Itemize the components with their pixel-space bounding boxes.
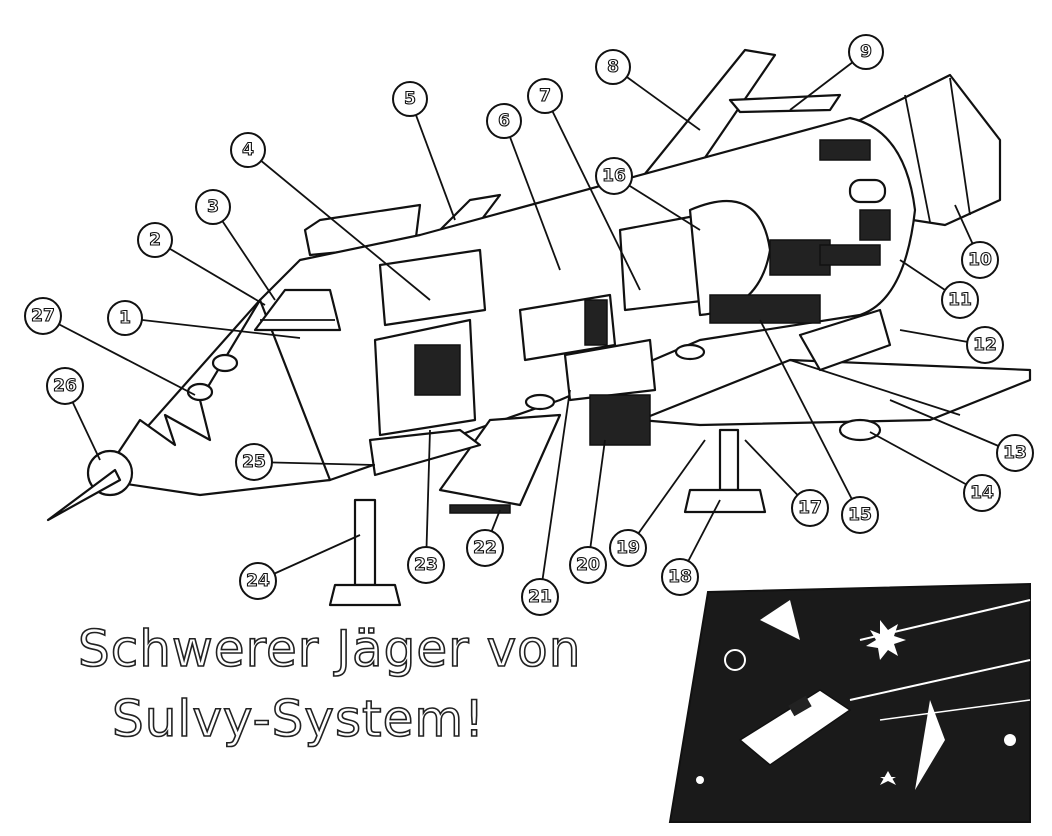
callout-22: 22: [466, 529, 504, 567]
callout-20: 20: [569, 546, 607, 584]
svg-text:11: 11: [948, 290, 972, 310]
spaceship-drawing: [46, 48, 1032, 607]
callout-26: 26: [46, 367, 84, 405]
title-line-1: Schwerer Jäger von: [77, 619, 582, 679]
callout-24: 24: [239, 562, 277, 600]
title-line-2: Sulvy-System!: [111, 689, 486, 749]
svg-text:18: 18: [668, 567, 692, 587]
svg-text:21: 21: [528, 587, 552, 607]
callout-23: 23: [407, 546, 445, 584]
callout-27: 27: [24, 297, 62, 335]
svg-text:23: 23: [414, 555, 438, 575]
svg-text:4: 4: [242, 140, 254, 160]
svg-text:8: 8: [607, 57, 619, 77]
callout-13: 13: [996, 434, 1034, 472]
callout-1: 1: [107, 300, 143, 336]
callout-15: 15: [841, 496, 879, 534]
callout-21: 21: [521, 578, 559, 616]
svg-text:5: 5: [404, 89, 416, 109]
svg-text:1: 1: [119, 308, 131, 328]
callout-14: 14: [963, 474, 1001, 512]
callout-5: 5: [392, 81, 428, 117]
callout-18: 18: [661, 558, 699, 596]
svg-text:9: 9: [860, 42, 872, 62]
svg-text:17: 17: [798, 498, 822, 518]
callout-19: 19: [609, 529, 647, 567]
svg-text:25: 25: [242, 452, 266, 472]
callout-10: 10: [961, 241, 999, 279]
callout-2: 2: [137, 222, 173, 258]
svg-text:27: 27: [31, 306, 55, 326]
callout-11: 11: [941, 281, 979, 319]
svg-text:19: 19: [616, 538, 640, 558]
svg-text:26: 26: [53, 376, 77, 396]
svg-text:10: 10: [968, 250, 992, 270]
svg-text:24: 24: [246, 571, 270, 591]
callout-3: 3: [195, 189, 231, 225]
svg-text:20: 20: [576, 555, 600, 575]
svg-text:14: 14: [970, 483, 994, 503]
callout-9: 9: [848, 34, 884, 70]
svg-text:6: 6: [498, 111, 510, 131]
callout-labels: 1 2 3 4 5 6 7 8 9 10 11 12 13 14 15 16 1…: [24, 34, 1034, 616]
callout-4: 4: [230, 132, 266, 168]
svg-text:15: 15: [848, 505, 872, 525]
callout-25: 25: [235, 443, 273, 481]
callout-6: 6: [486, 103, 522, 139]
svg-text:2: 2: [149, 230, 161, 250]
svg-text:13: 13: [1003, 443, 1027, 463]
callout-16: 16: [595, 157, 633, 195]
callout-12: 12: [966, 326, 1004, 364]
svg-text:3: 3: [207, 197, 219, 217]
svg-text:16: 16: [602, 166, 626, 186]
svg-text:12: 12: [973, 335, 997, 355]
svg-text:22: 22: [473, 538, 497, 558]
svg-text:7: 7: [539, 86, 551, 106]
space-battle-inset: [668, 582, 1031, 823]
callout-8: 8: [595, 49, 631, 85]
callout-17: 17: [791, 489, 829, 527]
callout-7: 7: [527, 78, 563, 114]
